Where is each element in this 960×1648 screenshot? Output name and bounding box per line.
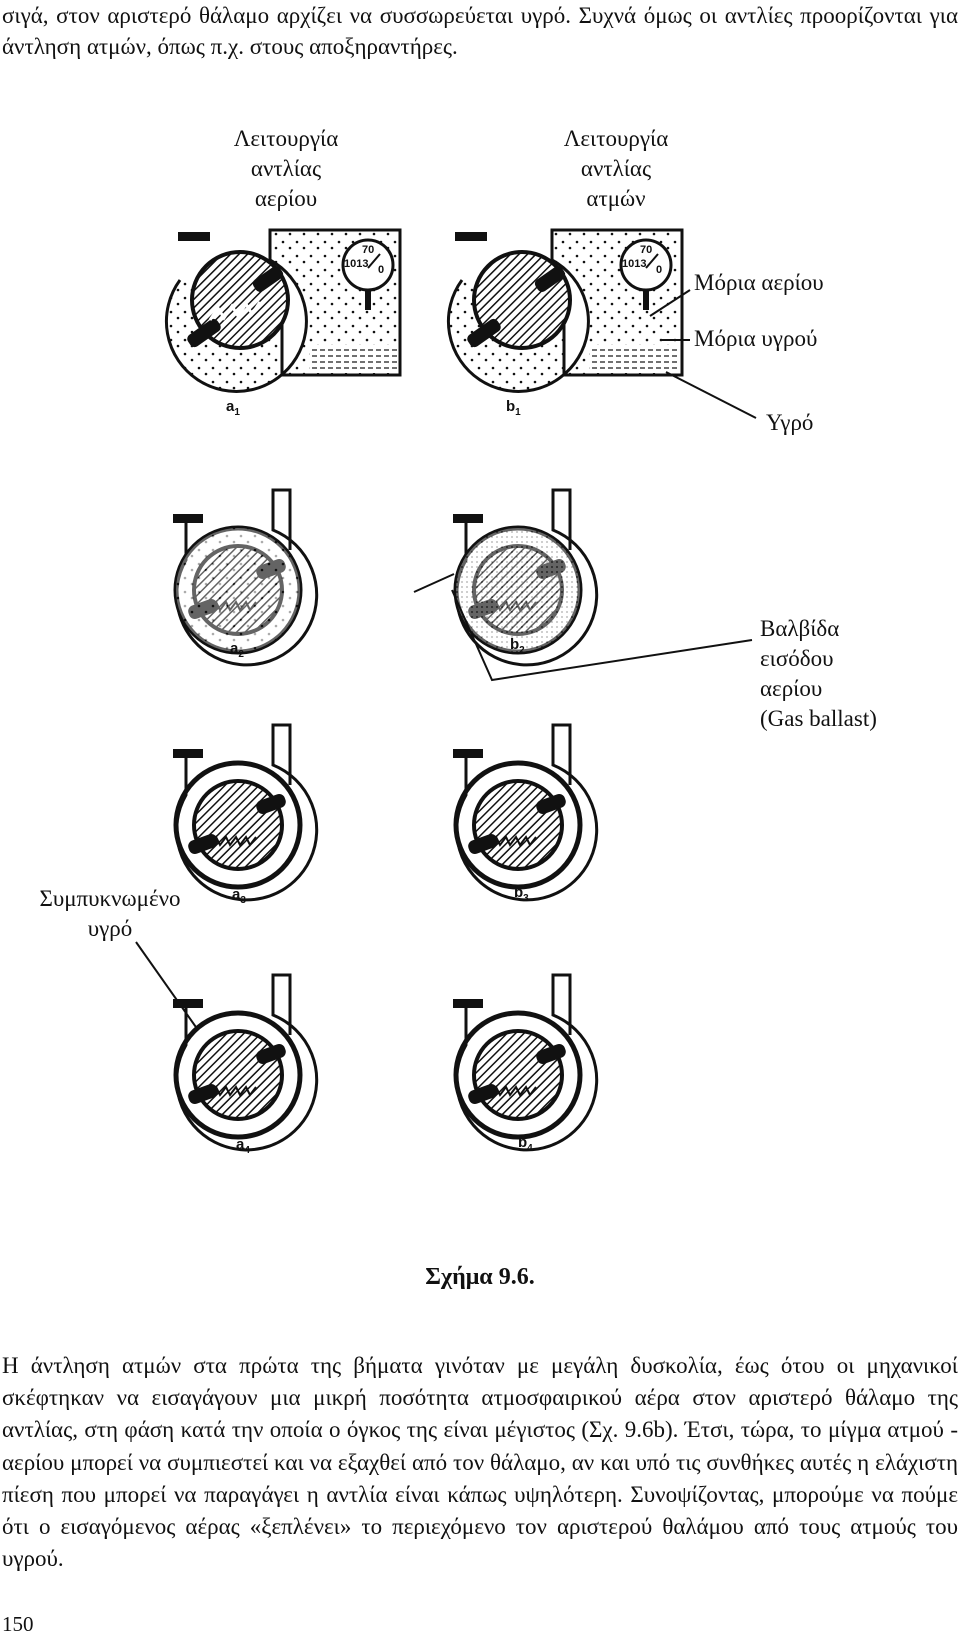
body-paragraph: Η άντληση ατμών στα πρώτα της βήματα γιν…	[2, 1353, 958, 1572]
col-title-gas: Λειτουργία αντλίας αερίου	[233, 126, 339, 211]
pump-b1	[446, 228, 684, 393]
stage-a3: a3	[232, 886, 246, 906]
figure-caption: Σχήμα 9.6.	[425, 1264, 535, 1290]
label-gas-ballast: Βαλβίδα εισόδου αερίου (Gas ballast)	[760, 616, 877, 731]
label-gas-molecules: Μόρια αερίου	[694, 270, 824, 295]
stage-b1: b1	[506, 398, 521, 418]
stage-b4: b4	[518, 1134, 533, 1154]
pump-a4	[173, 975, 317, 1150]
stage-b2: b2	[510, 636, 525, 656]
gauge-label-70-b1: 70	[640, 244, 653, 256]
gauge-label-1013-b1: 1013	[622, 258, 647, 270]
label-condensed-liquid: Συμπυκνωμένο υγρό	[39, 886, 181, 941]
page-number: 150	[2, 1612, 34, 1636]
label-liquid: Υγρό	[766, 410, 814, 435]
gauge-label-1013-a1: 1013	[344, 258, 369, 270]
leader-liquid	[665, 371, 757, 419]
pump-a3	[173, 725, 317, 900]
pump-figure	[135, 228, 757, 1260]
gauge-label-70-a1: 70	[362, 244, 375, 256]
pump-a1	[164, 228, 402, 393]
col-title-vapor: Λειτουργία αντλίας ατμών	[563, 126, 669, 211]
leader-gas-molecules	[649, 289, 691, 317]
intro-paragraph: σιγά, στον αριστερό θάλαμο αρχίζει να συ…	[2, 3, 958, 59]
stage-b3: b3	[514, 884, 529, 904]
stage-a1: a1	[226, 398, 240, 418]
stage-a4: a4	[236, 1136, 250, 1156]
pump-b4	[453, 975, 597, 1150]
stage-a2: a2	[230, 640, 244, 660]
pump-b3	[453, 725, 597, 900]
gauge-label-0-a1: 0	[378, 264, 385, 276]
leader-condensed	[135, 941, 199, 1031]
label-liquid-molecules: Μόρια υγρού	[694, 326, 818, 351]
leader-gas-ballast	[451, 589, 753, 682]
gauge-label-0-b1: 0	[656, 264, 663, 276]
